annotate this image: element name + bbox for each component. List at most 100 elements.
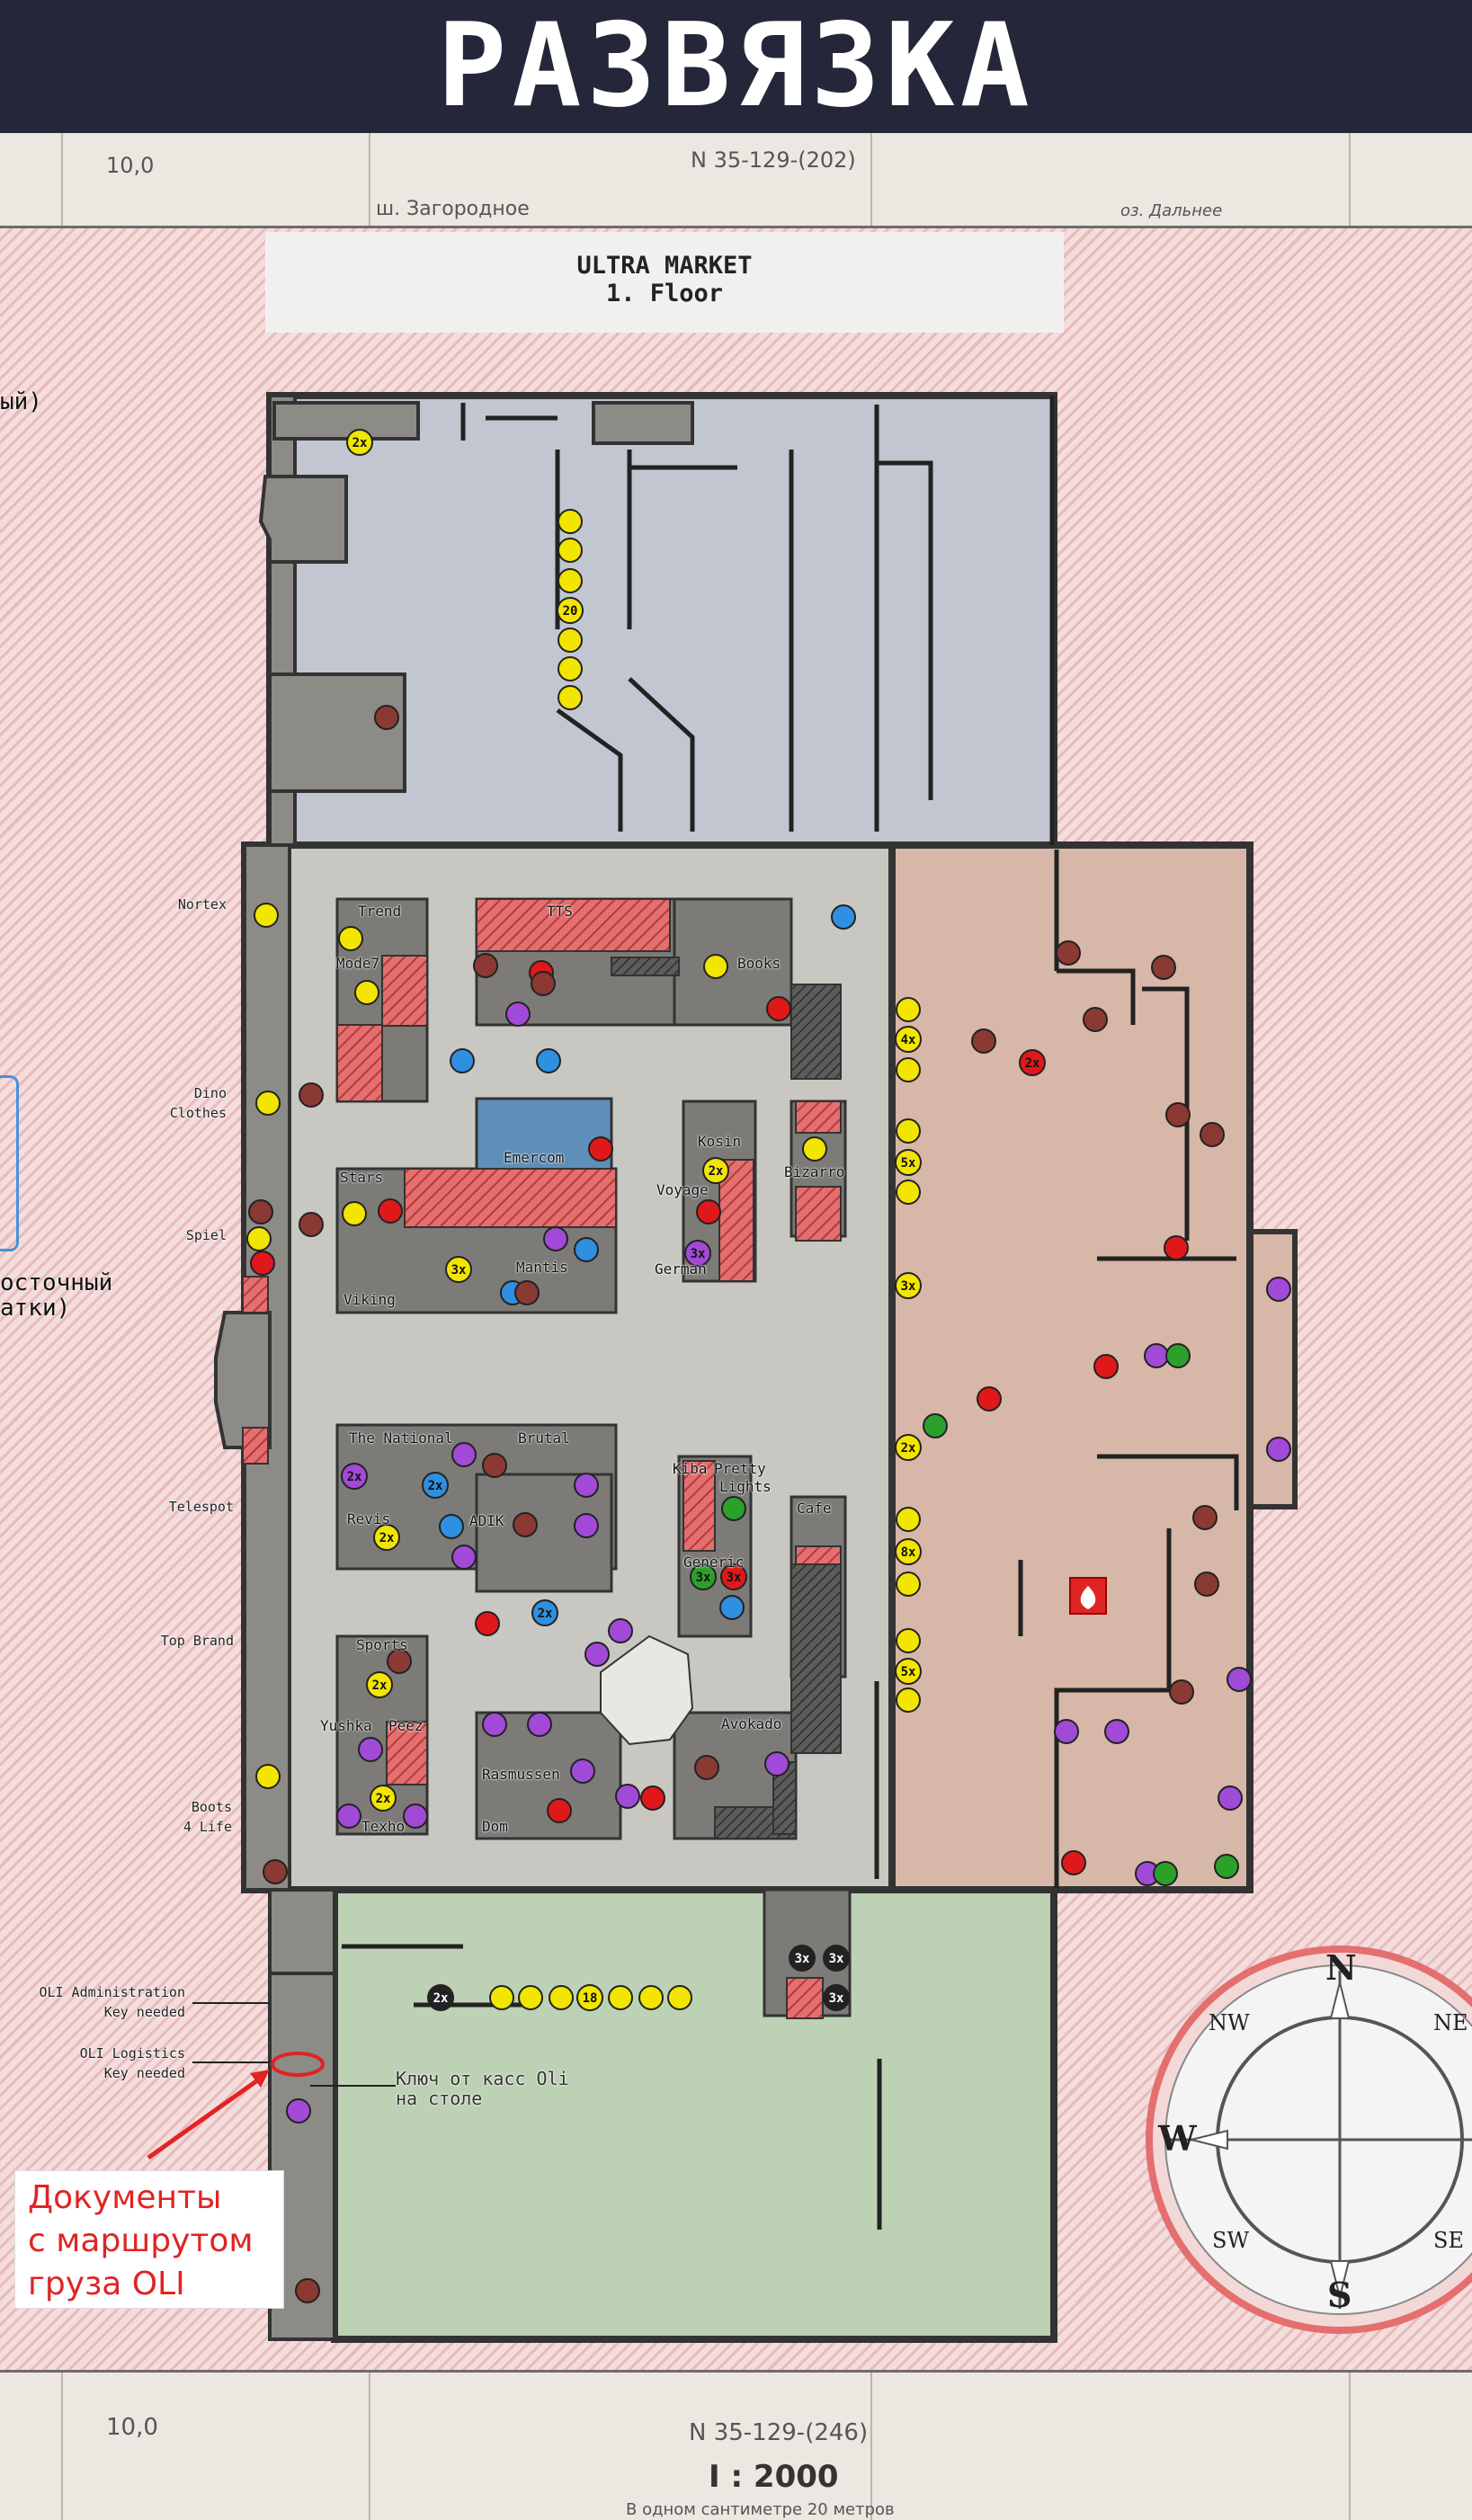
purple-loot-spawn[interactable]	[358, 1737, 383, 1762]
red-loot-spawn[interactable]	[640, 1785, 665, 1811]
yellow-loot-spawn[interactable]	[896, 1572, 921, 1597]
loot-count-badge[interactable]: 2x	[702, 1157, 729, 1184]
purple-loot-spawn[interactable]	[286, 2098, 311, 2124]
loot-count-badge[interactable]: 2x	[531, 1599, 558, 1626]
yellow-loot-spawn[interactable]	[896, 1507, 921, 1532]
red-loot-spawn[interactable]	[1061, 1850, 1086, 1875]
yellow-loot-spawn[interactable]	[558, 568, 583, 593]
purple-loot-spawn[interactable]	[574, 1513, 599, 1538]
brown-loot-spawn[interactable]	[473, 953, 498, 978]
brown-loot-spawn[interactable]	[531, 971, 556, 996]
purple-loot-spawn[interactable]	[1218, 1785, 1243, 1811]
yellow-loot-spawn[interactable]	[608, 1985, 633, 2010]
loot-count-badge[interactable]: 5x	[895, 1658, 922, 1685]
green-loot-spawn[interactable]	[721, 1496, 746, 1521]
loot-count-badge[interactable]: 3x	[720, 1563, 747, 1590]
yellow-loot-spawn[interactable]	[338, 926, 363, 951]
brown-loot-spawn[interactable]	[1200, 1122, 1225, 1147]
purple-loot-spawn[interactable]	[482, 1712, 507, 1737]
purple-loot-spawn[interactable]	[574, 1473, 599, 1498]
loot-count-badge[interactable]: 3x	[684, 1240, 711, 1267]
yellow-loot-spawn[interactable]	[254, 903, 279, 928]
red-loot-spawn[interactable]	[588, 1136, 613, 1162]
purple-loot-spawn[interactable]	[1266, 1437, 1291, 1462]
yellow-loot-spawn[interactable]	[896, 997, 921, 1022]
yellow-loot-spawn[interactable]	[667, 1985, 692, 2010]
brown-loot-spawn[interactable]	[971, 1028, 996, 1054]
purple-loot-spawn[interactable]	[615, 1784, 640, 1809]
blue-loot-spawn[interactable]	[536, 1048, 561, 1073]
loot-count-badge[interactable]: 3x	[445, 1256, 472, 1283]
yellow-loot-spawn[interactable]	[558, 538, 583, 563]
yellow-loot-spawn[interactable]	[558, 685, 583, 710]
yellow-loot-spawn[interactable]	[549, 1985, 574, 2010]
brown-loot-spawn[interactable]	[1056, 940, 1081, 966]
brown-loot-spawn[interactable]	[482, 1453, 507, 1478]
brown-loot-spawn[interactable]	[514, 1280, 540, 1305]
loot-count-badge[interactable]: 2x	[427, 1984, 454, 2011]
red-loot-spawn[interactable]	[1164, 1235, 1189, 1260]
red-loot-spawn[interactable]	[766, 996, 791, 1021]
yellow-loot-spawn[interactable]	[802, 1136, 827, 1162]
yellow-loot-spawn[interactable]	[558, 509, 583, 534]
loot-count-badge[interactable]: 3x	[895, 1272, 922, 1299]
yellow-loot-spawn[interactable]	[558, 628, 583, 653]
green-loot-spawn[interactable]	[1214, 1854, 1239, 1879]
purple-loot-spawn[interactable]	[1104, 1719, 1129, 1744]
blue-loot-spawn[interactable]	[450, 1048, 475, 1073]
yellow-loot-spawn[interactable]	[703, 954, 728, 979]
brown-loot-spawn[interactable]	[1194, 1572, 1219, 1597]
purple-loot-spawn[interactable]	[1266, 1277, 1291, 1302]
yellow-loot-spawn[interactable]	[246, 1226, 272, 1251]
loot-count-badge[interactable]: 18	[576, 1984, 603, 2011]
red-loot-spawn[interactable]	[547, 1798, 572, 1823]
brown-loot-spawn[interactable]	[248, 1199, 273, 1224]
brown-loot-spawn[interactable]	[295, 2278, 320, 2303]
loot-count-badge[interactable]: 3x	[823, 1984, 850, 2011]
purple-loot-spawn[interactable]	[584, 1642, 610, 1667]
blue-loot-spawn[interactable]	[574, 1237, 599, 1262]
brown-loot-spawn[interactable]	[694, 1755, 719, 1780]
red-loot-spawn[interactable]	[250, 1251, 275, 1276]
purple-loot-spawn[interactable]	[451, 1442, 477, 1467]
green-loot-spawn[interactable]	[923, 1413, 948, 1438]
yellow-loot-spawn[interactable]	[558, 656, 583, 681]
loot-count-badge[interactable]: 2x	[341, 1463, 368, 1490]
purple-loot-spawn[interactable]	[403, 1803, 428, 1829]
purple-loot-spawn[interactable]	[505, 1002, 531, 1027]
purple-loot-spawn[interactable]	[1054, 1719, 1079, 1744]
brown-loot-spawn[interactable]	[1165, 1102, 1191, 1127]
purple-loot-spawn[interactable]	[1227, 1667, 1252, 1692]
red-loot-spawn[interactable]	[1093, 1354, 1119, 1379]
loot-count-badge[interactable]: 2x	[373, 1524, 400, 1551]
yellow-loot-spawn[interactable]	[489, 1985, 514, 2010]
loot-count-badge[interactable]: 2x	[895, 1434, 922, 1461]
red-loot-spawn[interactable]	[378, 1198, 403, 1224]
loot-count-badge[interactable]: 3x	[690, 1563, 717, 1590]
loot-count-badge[interactable]: 4x	[895, 1026, 922, 1053]
loot-count-badge[interactable]: 3x	[789, 1945, 816, 1972]
loot-count-badge[interactable]: 5x	[895, 1149, 922, 1176]
yellow-loot-spawn[interactable]	[896, 1057, 921, 1082]
red-loot-spawn[interactable]	[977, 1386, 1002, 1411]
yellow-loot-spawn[interactable]	[896, 1687, 921, 1713]
green-loot-spawn[interactable]	[1165, 1343, 1191, 1368]
purple-loot-spawn[interactable]	[608, 1618, 633, 1643]
blue-loot-spawn[interactable]	[719, 1595, 745, 1620]
red-loot-spawn[interactable]	[475, 1611, 500, 1636]
blue-loot-spawn[interactable]	[439, 1514, 464, 1539]
brown-loot-spawn[interactable]	[299, 1082, 324, 1108]
brown-loot-spawn[interactable]	[1192, 1505, 1218, 1530]
purple-loot-spawn[interactable]	[570, 1759, 595, 1784]
yellow-loot-spawn[interactable]	[638, 1985, 664, 2010]
yellow-loot-spawn[interactable]	[896, 1118, 921, 1144]
yellow-loot-spawn[interactable]	[518, 1985, 543, 2010]
green-loot-spawn[interactable]	[1153, 1861, 1178, 1886]
purple-loot-spawn[interactable]	[543, 1226, 568, 1251]
purple-loot-spawn[interactable]	[336, 1803, 361, 1829]
loot-count-badge[interactable]: 20	[557, 597, 584, 624]
red-loot-spawn[interactable]	[696, 1199, 721, 1224]
brown-loot-spawn[interactable]	[263, 1859, 288, 1884]
purple-loot-spawn[interactable]	[764, 1751, 790, 1776]
purple-loot-spawn[interactable]	[527, 1712, 552, 1737]
